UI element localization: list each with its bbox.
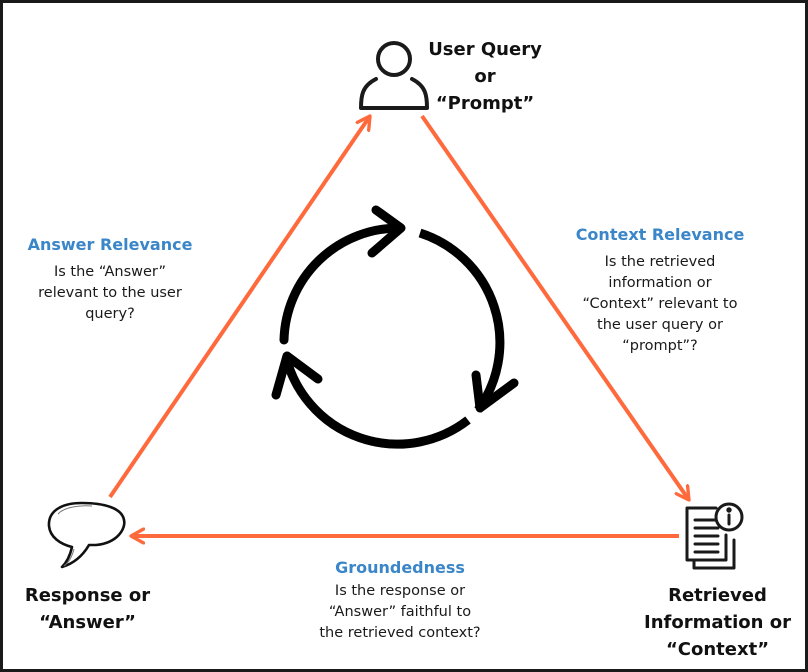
desc-line: the user query or <box>597 317 723 333</box>
user-query-line-2: or <box>474 66 496 87</box>
response-line-2: “Answer” <box>39 612 136 633</box>
response-line-1: Response or <box>24 585 151 606</box>
desc-line: information or <box>608 275 712 291</box>
user-query-line-3: “Prompt” <box>435 93 535 114</box>
desc-line: relevant to the user <box>38 285 182 301</box>
desc-line: query? <box>85 306 135 322</box>
metric-context-relevance: Context Relevance Is the retrieved infor… <box>560 224 760 357</box>
context-line-2: Information or <box>644 612 791 633</box>
desc-line: “Context” relevant to <box>582 296 738 312</box>
metric-description: Is the retrieved information or “Context… <box>560 252 760 357</box>
metric-title: Context Relevance <box>575 225 745 244</box>
desc-line: “prompt”? <box>622 338 698 354</box>
context-line-3: “Context” <box>665 639 770 660</box>
desc-line: Is the response or <box>334 583 466 599</box>
metric-answer-relevance: Answer Relevance Is the “Answer” relevan… <box>10 234 210 325</box>
desc-line: Is the retrieved <box>604 254 716 270</box>
retrieved-context-label: Retrieved Information or “Context” <box>630 582 805 663</box>
response-label: Response or “Answer” <box>15 582 160 636</box>
edge-query-to-context <box>420 114 689 500</box>
speech-bubble-icon <box>47 501 126 569</box>
desc-line: the retrieved context? <box>319 625 481 641</box>
desc-line: “Answer” faithful to <box>328 604 472 620</box>
cycle-arrows-icon <box>271 205 519 449</box>
user-query-line-1: User Query <box>428 39 542 60</box>
metric-description: Is the “Answer” relevant to the user que… <box>10 262 210 325</box>
desc-line: Is the “Answer” <box>53 264 166 280</box>
metric-title: Groundedness <box>335 558 465 577</box>
metric-description: Is the response or “Answer” faithful to … <box>290 581 510 644</box>
user-query-label: User Query or “Prompt” <box>425 36 545 117</box>
metric-groundedness: Groundedness Is the response or “Answer”… <box>290 557 510 644</box>
context-line-1: Retrieved <box>668 585 767 606</box>
metric-title: Answer Relevance <box>27 235 193 254</box>
edge-answer-to-query <box>108 116 370 499</box>
document-info-icon <box>685 502 744 570</box>
user-icon <box>359 41 429 110</box>
